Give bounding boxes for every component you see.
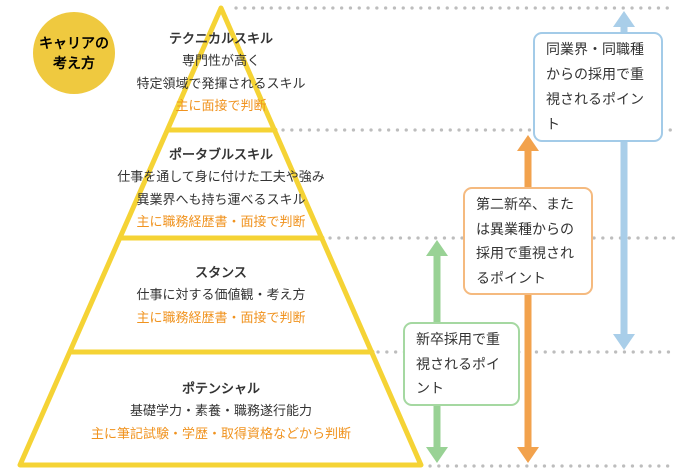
note-career-change: 第二新卒、また は異業種からの 採用で重視され るポイント — [463, 187, 593, 295]
arrow-career-change — [517, 135, 539, 463]
tier-technical-description: 専門性が高く 特定領域で発揮されるスキル — [136, 53, 306, 91]
tier-portable-description: 仕事を通して身に付けた工夫や強み 異業界へも持ち運べるスキル — [117, 169, 325, 207]
tier-potential: ポテンシャル 基礎学力・素養・職務遂行能力 主に筆記試験・学歴・取得資格などから… — [0, 377, 442, 445]
tier-technical-title: テクニカルスキル — [168, 31, 273, 46]
arrow-same-industry-head-down — [613, 334, 635, 350]
tier-stance-description: 仕事に対する価値観・考え方 — [136, 287, 306, 302]
note-new-grad: 新卒採用で重 視されるポイント — [403, 322, 520, 406]
tier-potential-judgement: 主に筆記試験・学歴・取得資格などから判断 — [90, 425, 351, 441]
tier-technical-skill: テクニカルスキル 専門性が高く 特定領域で発揮されるスキル 主に面接で判断 — [0, 27, 442, 118]
note-same-industry: 同業界・同職種 からの採用で重 視されるポイント — [533, 32, 663, 142]
arrow-new-grad-head-down — [426, 447, 448, 463]
arrow-same-industry-head-up — [613, 11, 635, 27]
pyramid — [17, 5, 424, 468]
arrow-career-change-head-down — [517, 447, 539, 463]
tier-technical-judgement: 主に面接で判断 — [175, 98, 267, 113]
tier-portable-title: ポータブルスキル — [168, 147, 273, 162]
tier-stance: スタンス 仕事に対する価値観・考え方 主に職務経歴書・面接で判断 — [0, 261, 442, 329]
arrow-career-change-head-up — [517, 135, 539, 151]
arrow-new-grad-head-up — [426, 240, 448, 256]
tier-potential-description: 基礎学力・素養・職務遂行能力 — [129, 403, 312, 418]
tier-stance-title: スタンス — [195, 265, 247, 280]
tier-portable-judgement: 主に職務経歴書・面接で判断 — [136, 214, 306, 229]
career-concept-badge: キャリアの 考え方 — [33, 12, 115, 94]
tier-potential-title: ポテンシャル — [181, 381, 260, 396]
tier-portable-skill: ポータブルスキル 仕事を通して身に付けた工夫や強み 異業界へも持ち運べるスキル … — [0, 143, 442, 234]
tier-stance-judgement: 主に職務経歴書・面接で判断 — [136, 309, 306, 325]
